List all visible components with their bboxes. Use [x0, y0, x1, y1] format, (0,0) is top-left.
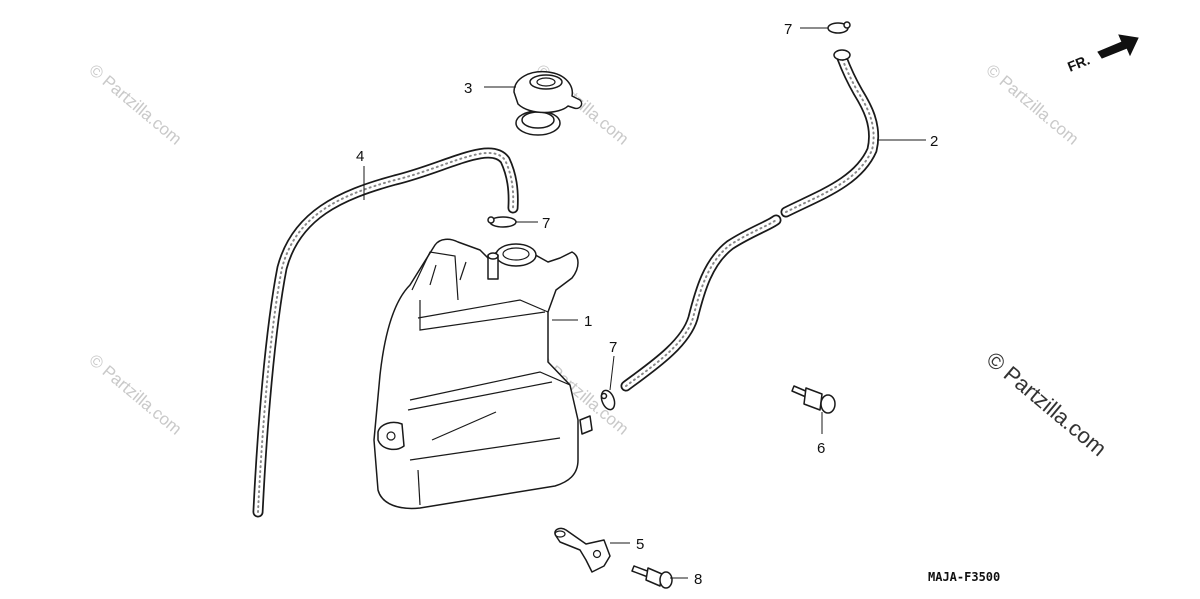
- callout-7-top: 7: [784, 21, 792, 38]
- bracket-part-5[interactable]: [554, 527, 611, 573]
- hose-part-2[interactable]: [620, 49, 880, 392]
- clamp-part-7-mid[interactable]: [487, 216, 517, 228]
- watermarks: © Partzilla.com © Partzilla.com © Partzi…: [85, 61, 1111, 462]
- hose-part-4[interactable]: [252, 147, 519, 518]
- front-label: FR.: [1065, 51, 1092, 74]
- callout-1: 1: [584, 313, 592, 330]
- watermark-1: © Partzilla.com: [85, 61, 185, 149]
- clamp-part-7-low[interactable]: [599, 389, 617, 412]
- callout-7-low: 7: [609, 339, 617, 356]
- front-arrow-icon: [1097, 34, 1139, 59]
- diagram-code: MAJA-F3500: [928, 570, 1000, 584]
- callout-3: 3: [464, 80, 472, 97]
- callout-8: 8: [694, 571, 702, 588]
- watermark-3: © Partzilla.com: [982, 61, 1082, 149]
- watermark-large: © Partzilla.com: [982, 347, 1112, 461]
- clamp-part-7-top[interactable]: [827, 21, 851, 34]
- callout-6: 6: [817, 440, 825, 457]
- callout-4: 4: [356, 148, 364, 165]
- callout-2: 2: [930, 133, 938, 150]
- callout-7-mid: 7: [542, 215, 550, 232]
- bolt-part-8[interactable]: [631, 565, 673, 589]
- tank-cap-part-3[interactable]: [513, 70, 583, 136]
- reserve-tank-part-1[interactable]: [373, 238, 593, 510]
- watermark-4: © Partzilla.com: [85, 351, 185, 439]
- front-direction-indicator: FR.: [1065, 34, 1139, 75]
- leader-lines: [363, 27, 926, 579]
- callout-5: 5: [636, 536, 644, 553]
- bolt-part-6[interactable]: [791, 385, 836, 414]
